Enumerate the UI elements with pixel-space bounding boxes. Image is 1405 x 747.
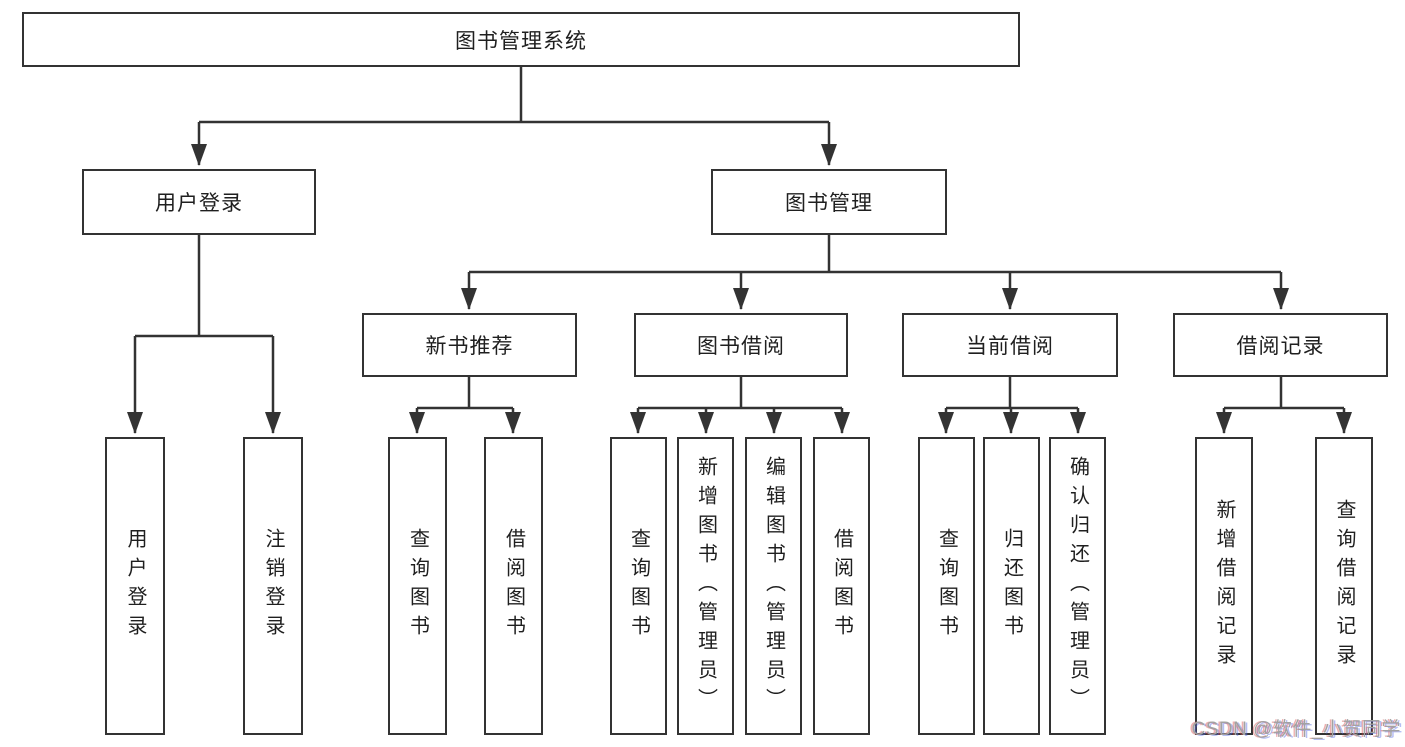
node-label: 用户登录	[124, 528, 146, 644]
node-label: 借阅图书	[502, 528, 525, 644]
node-label: 图书管理系统	[455, 29, 587, 53]
node-book-management: 图书管理	[711, 169, 947, 235]
node-label: 借阅图书	[830, 528, 853, 644]
node-label: 编辑图书（管理员）	[762, 455, 785, 717]
node-label: 图书借阅	[697, 335, 785, 358]
csdn-watermark: CSDN @软件_小贺同学	[1191, 719, 1401, 740]
leaf-borrow-books-recommend: 借阅图书	[484, 437, 543, 735]
node-label: 借阅记录	[1236, 335, 1325, 358]
node-label: 用户登录	[155, 192, 243, 215]
leaf-confirm-return-admin: 确认归还（管理员）	[1049, 437, 1106, 735]
leaf-add-books-admin: 新增图书（管理员）	[677, 437, 734, 735]
leaf-query-books-borrow: 查询图书	[610, 437, 667, 735]
leaf-edit-books-admin: 编辑图书（管理员）	[745, 437, 802, 735]
leaf-query-books-recommend: 查询图书	[388, 437, 447, 735]
leaf-query-borrow-record: 查询借阅记录	[1315, 437, 1373, 735]
leaf-query-books-current: 查询图书	[918, 437, 975, 735]
node-borrowing-records: 借阅记录	[1173, 313, 1388, 377]
node-current-borrowing: 当前借阅	[902, 313, 1118, 377]
node-label: 新增借阅记录	[1213, 499, 1235, 673]
leaf-logout: 注销登录	[243, 437, 303, 735]
node-label: 查询图书	[627, 528, 650, 644]
node-library-management-system: 图书管理系统	[22, 12, 1020, 67]
node-label: 查询图书	[406, 528, 429, 644]
leaf-return-books: 归还图书	[983, 437, 1040, 735]
node-label: 新增图书（管理员）	[694, 455, 717, 717]
node-new-book-recommendation: 新书推荐	[362, 313, 577, 377]
leaf-borrow-books: 借阅图书	[813, 437, 870, 735]
node-label: 图书管理	[785, 192, 873, 215]
node-label: 查询借阅记录	[1333, 499, 1355, 673]
node-user-login: 用户登录	[82, 169, 316, 235]
node-label: 归还图书	[1000, 528, 1023, 644]
node-book-borrowing: 图书借阅	[634, 313, 848, 377]
leaf-add-borrow-record: 新增借阅记录	[1195, 437, 1253, 735]
node-label: 查询图书	[935, 528, 958, 644]
node-label: 确认归还（管理员）	[1066, 455, 1089, 717]
node-label: 当前借阅	[966, 335, 1054, 358]
leaf-user-login: 用户登录	[105, 437, 165, 735]
node-label: 新书推荐	[425, 335, 514, 358]
node-label: 注销登录	[262, 528, 284, 644]
